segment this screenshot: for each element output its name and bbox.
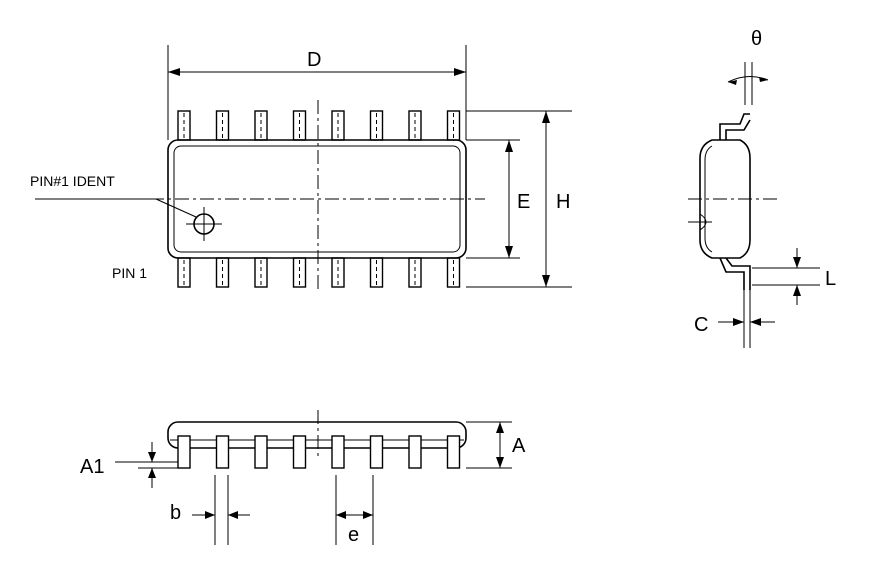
package-body-inner <box>173 145 461 253</box>
label-l: L <box>825 268 836 290</box>
label-h: H <box>556 191 570 213</box>
front-pin <box>446 435 461 469</box>
end-view: θ L C <box>688 28 836 348</box>
label-a1: A1 <box>80 456 104 478</box>
bottom-pin-row <box>177 257 461 288</box>
label-b: b <box>170 502 181 524</box>
label-d: D <box>307 49 321 71</box>
front-pin-row <box>177 435 461 469</box>
top-view: D PIN#1 IDENT PIN 1 E H <box>30 45 572 290</box>
label-theta: θ <box>751 28 762 50</box>
label-e: E <box>517 191 530 213</box>
top-pin-row <box>177 110 461 141</box>
front-pin <box>369 435 384 469</box>
front-pin <box>331 435 345 469</box>
label-c: C <box>694 314 708 336</box>
label-pin1: PIN 1 <box>112 265 147 281</box>
package-body-front <box>167 421 467 449</box>
front-pin <box>408 435 422 469</box>
front-pin <box>177 435 191 469</box>
label-pin1-ident: PIN#1 IDENT <box>30 173 115 189</box>
label-e-pitch: e <box>348 524 359 546</box>
label-a: A <box>512 435 526 457</box>
front-pin <box>254 435 268 469</box>
front-pin <box>215 435 230 469</box>
front-pin <box>292 435 307 469</box>
front-view: A A1 b e <box>80 410 526 546</box>
